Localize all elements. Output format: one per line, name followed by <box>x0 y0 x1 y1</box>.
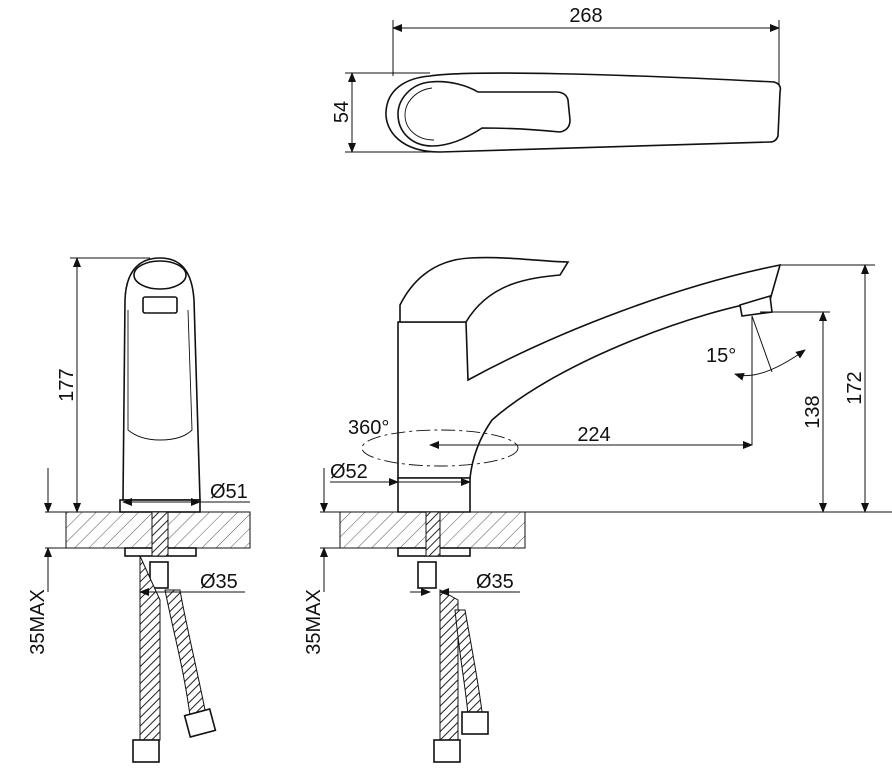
angle-label: 15° <box>706 345 736 367</box>
reach-label: 224 <box>577 424 610 446</box>
max-thickness-label: 35MAX <box>27 589 49 655</box>
spout-height-label: 138 <box>802 395 824 428</box>
base-diameter-label: Ø51 <box>210 481 248 503</box>
max-thickness-label: 35MAX <box>303 589 325 655</box>
length-label: 268 <box>569 5 602 27</box>
height-label: 177 <box>56 368 78 401</box>
base-diameter-label: Ø52 <box>330 461 368 483</box>
top-view: 268 54 <box>331 5 782 153</box>
width-label: 54 <box>331 101 353 123</box>
total-height-label: 172 <box>844 371 866 404</box>
hole-diameter-label: Ø35 <box>200 571 238 593</box>
rotation-label: 360° <box>348 417 389 439</box>
front-view: 177 Ø51 Ø35 35MAX <box>27 257 251 763</box>
hole-diameter-label: Ø35 <box>476 571 514 593</box>
side-view: 360° 224 15° Ø52 138 172 Ø35 35MAX <box>303 256 892 763</box>
